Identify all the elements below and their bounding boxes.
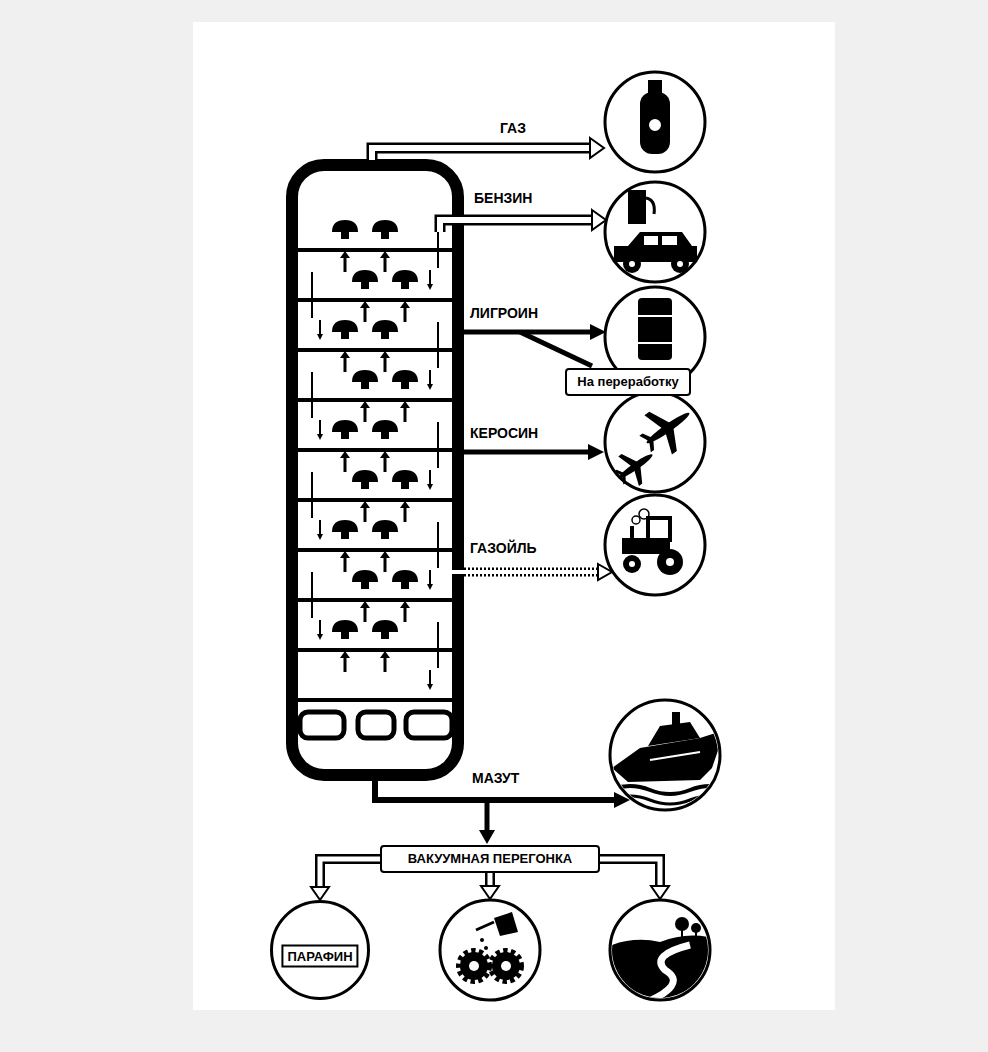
product-label: МАЗУТ	[472, 770, 519, 787]
process-box: ВАКУУМНАЯ ПЕРЕГОНКА	[380, 845, 600, 873]
airplane-icon	[608, 393, 703, 492]
product-label: ГАЗ	[500, 120, 526, 137]
panel	[193, 22, 835, 1010]
node-text: ВАКУУМНАЯ ПЕРЕГОНКА	[382, 847, 598, 871]
product-circle: ПАРАФИН	[270, 900, 370, 1000]
road-icon	[600, 917, 720, 1010]
product-label: БЕНЗИН	[474, 190, 532, 207]
product-label: ГАЗОЙЛЬ	[470, 540, 537, 557]
gas-cylinder-icon	[640, 80, 670, 154]
node-text: ПАРАФИН	[281, 944, 358, 967]
process-box: На переработку	[565, 368, 691, 396]
hollow-arrow	[311, 859, 380, 900]
product-label: ЛИГРОИН	[470, 305, 538, 322]
car-icon	[614, 190, 697, 273]
product-arrows	[372, 138, 669, 899]
node-text: На переработку	[567, 370, 689, 394]
distillation-column	[292, 165, 458, 775]
gears-icon	[460, 912, 520, 980]
tractor-icon	[622, 509, 683, 575]
product-label: КЕРОСИН	[470, 425, 538, 442]
barrel-icon	[638, 298, 672, 360]
ship-icon	[610, 712, 730, 804]
